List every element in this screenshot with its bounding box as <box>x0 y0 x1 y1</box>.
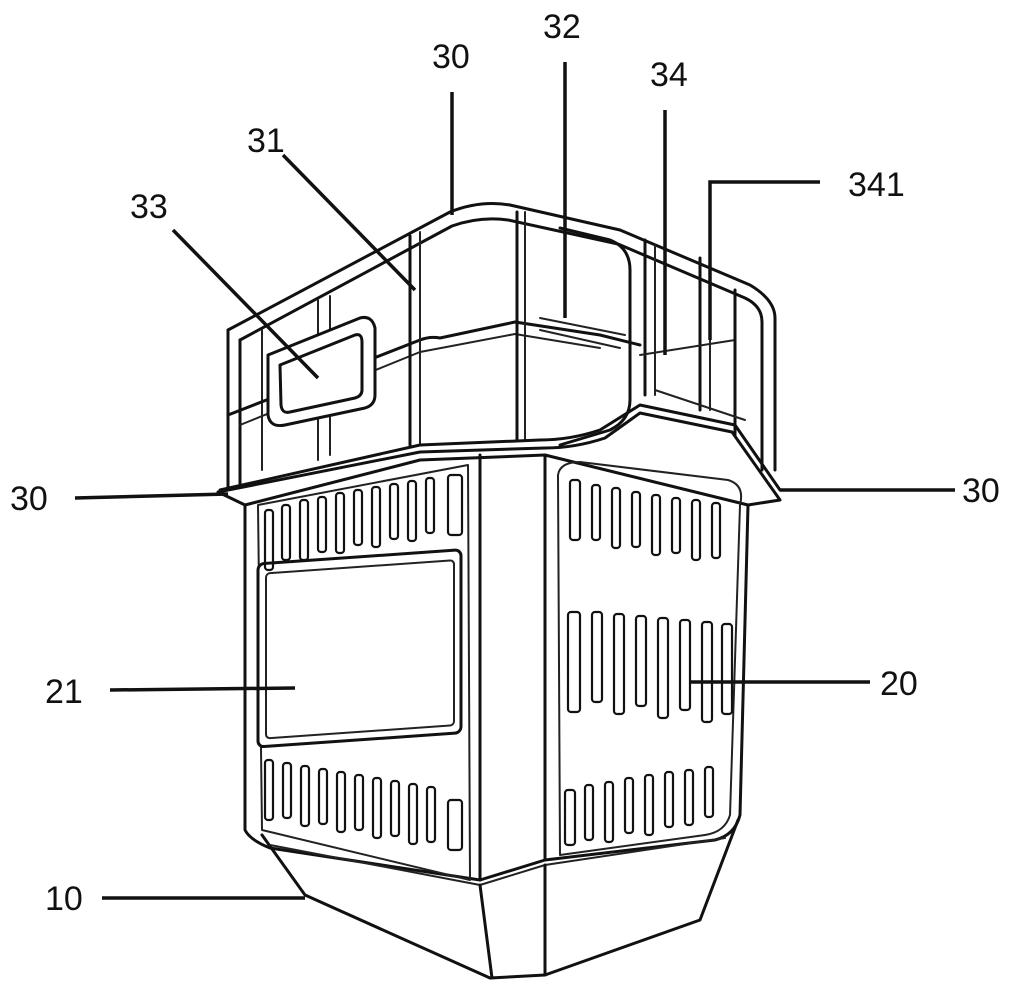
label-10: 10 <box>45 880 83 918</box>
label-32: 32 <box>543 8 581 46</box>
leader-lines <box>74 62 955 900</box>
label-30-top: 30 <box>432 38 470 76</box>
reference-labels: 30 32 34 31 341 33 30 30 21 20 10 <box>10 8 1000 918</box>
label-30-right: 30 <box>962 472 1000 510</box>
base-10 <box>260 818 740 980</box>
label-34: 34 <box>650 56 688 94</box>
label-20: 20 <box>880 665 918 703</box>
label-30-left: 30 <box>10 480 48 518</box>
label-341: 341 <box>848 166 905 204</box>
label-31: 31 <box>247 122 285 160</box>
label-33: 33 <box>130 188 168 226</box>
label-21: 21 <box>45 673 83 711</box>
right-panel-slots <box>563 478 734 847</box>
upper-frame-30 <box>216 202 782 507</box>
left-panel-slots <box>263 473 464 852</box>
label-plate-21 <box>256 548 463 749</box>
